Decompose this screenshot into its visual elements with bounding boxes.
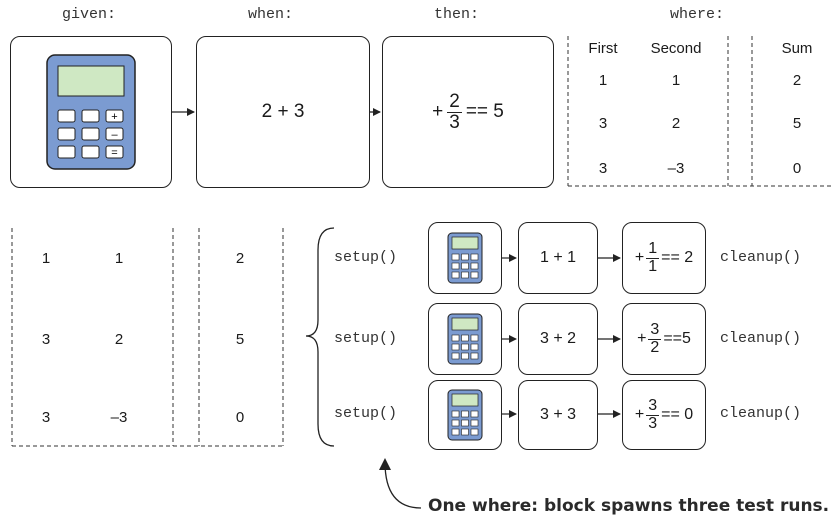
run3-fraction: 3 3 [646,396,660,433]
where-top-r1-second: 1 [671,72,681,89]
where-top-r3-first: 3 [598,160,608,177]
run1-numerator: 1 [646,239,660,259]
run3-denominator: 3 [648,414,658,432]
run3-rest: == 0 [661,406,694,423]
calculator-icon: + – = [46,54,136,170]
run1-cleanup: cleanup() [720,249,802,266]
run1-then-formula: + 1 1 == 2 [634,239,694,276]
then-denominator: 3 [449,111,460,133]
when-expression: 2 + 3 [261,101,305,122]
run2-then-box: + 3 2 ==5 [622,303,706,375]
where-top-r1-first: 1 [598,72,608,89]
run1-then-box: + 1 1 == 2 [622,222,706,294]
run1-denominator: 1 [648,257,658,275]
where-top-r3-sum: 0 [792,160,802,177]
run3-when-expression: 3 + 3 [539,406,577,423]
calc-key-minus: – [111,129,118,141]
where-left-r1-sum: 2 [235,250,245,267]
calc-key-equals: = [111,147,117,159]
then-box: + 2 3 == 5 [382,36,554,188]
run1-rest: == 2 [661,249,694,266]
run2-plus: + [637,330,647,347]
run2-fraction: 3 2 [648,320,662,357]
where-left-r2-second: 2 [114,331,124,348]
caption-arrow-head [379,458,391,470]
where-top-r2-second: 2 [671,115,681,132]
run3-then-box: + 3 3 == 0 [622,380,706,450]
where-header-sum: Sum [781,40,813,57]
where-left-r2-sum: 5 [235,331,245,348]
run1-when-box: 1 + 1 [518,222,598,294]
calculator-icon [447,232,483,284]
run2-given-box [428,303,502,375]
run2-cleanup: cleanup() [720,330,802,347]
when-label: when: [248,6,294,23]
where-left-r2-first: 3 [41,331,51,348]
run2-denominator: 2 [650,338,660,356]
then-numerator: 2 [447,90,462,113]
caption: One where: block spawns three test runs. [428,496,830,516]
then-label: then: [434,6,480,23]
where-top-dashes [567,36,833,187]
run2-then-formula: + 3 2 ==5 [637,320,691,357]
run3-given-box [428,380,502,450]
run2-when-box: 3 + 2 [518,303,598,375]
brace [305,227,335,447]
run1-when-expression: 1 + 1 [539,249,577,266]
then-rest: == 5 [465,101,504,122]
where-top-r2-first: 3 [598,115,608,132]
where-left-r3-second: –3 [110,409,128,426]
calc-key-plus: + [111,111,117,123]
run3-setup: setup() [334,405,398,422]
calculator-icon [447,313,483,365]
where-header-second: Second [650,40,702,57]
calculator-icon [447,389,483,441]
where-left-r3-sum: 0 [235,409,245,426]
run3-numerator: 3 [646,396,660,416]
run2-rest: ==5 [663,330,691,347]
run1-setup: setup() [334,249,398,266]
then-formula: + 2 3 == 5 [432,90,504,133]
run3-plus: + [634,406,645,423]
where-header-first: First [588,40,618,57]
when-box: 2 + 3 [196,36,370,188]
where-left-r3-first: 3 [41,409,51,426]
run2-numerator: 3 [648,320,662,340]
run3-cleanup: cleanup() [720,405,802,422]
where-top-r2-sum: 5 [792,115,802,132]
run1-given-box [428,222,502,294]
where-left-r1-second: 1 [114,250,124,267]
run1-plus: + [634,249,645,266]
where-label: where: [670,6,725,23]
run2-setup: setup() [334,330,398,347]
run3-when-box: 3 + 3 [518,380,598,450]
run2-when-expression: 3 + 2 [539,330,577,347]
where-top-r3-second: –3 [667,160,685,177]
run3-then-formula: + 3 3 == 0 [634,396,694,433]
where-left-r1-first: 1 [41,250,51,267]
then-fraction: 2 3 [447,90,462,133]
then-plus: + [432,101,444,122]
given-box: + – = [10,36,172,188]
run1-fraction: 1 1 [646,239,660,276]
given-label: given: [62,6,117,23]
where-top-r1-sum: 2 [792,72,802,89]
caption-arrow [384,461,422,509]
where-left-dashes [11,228,284,447]
